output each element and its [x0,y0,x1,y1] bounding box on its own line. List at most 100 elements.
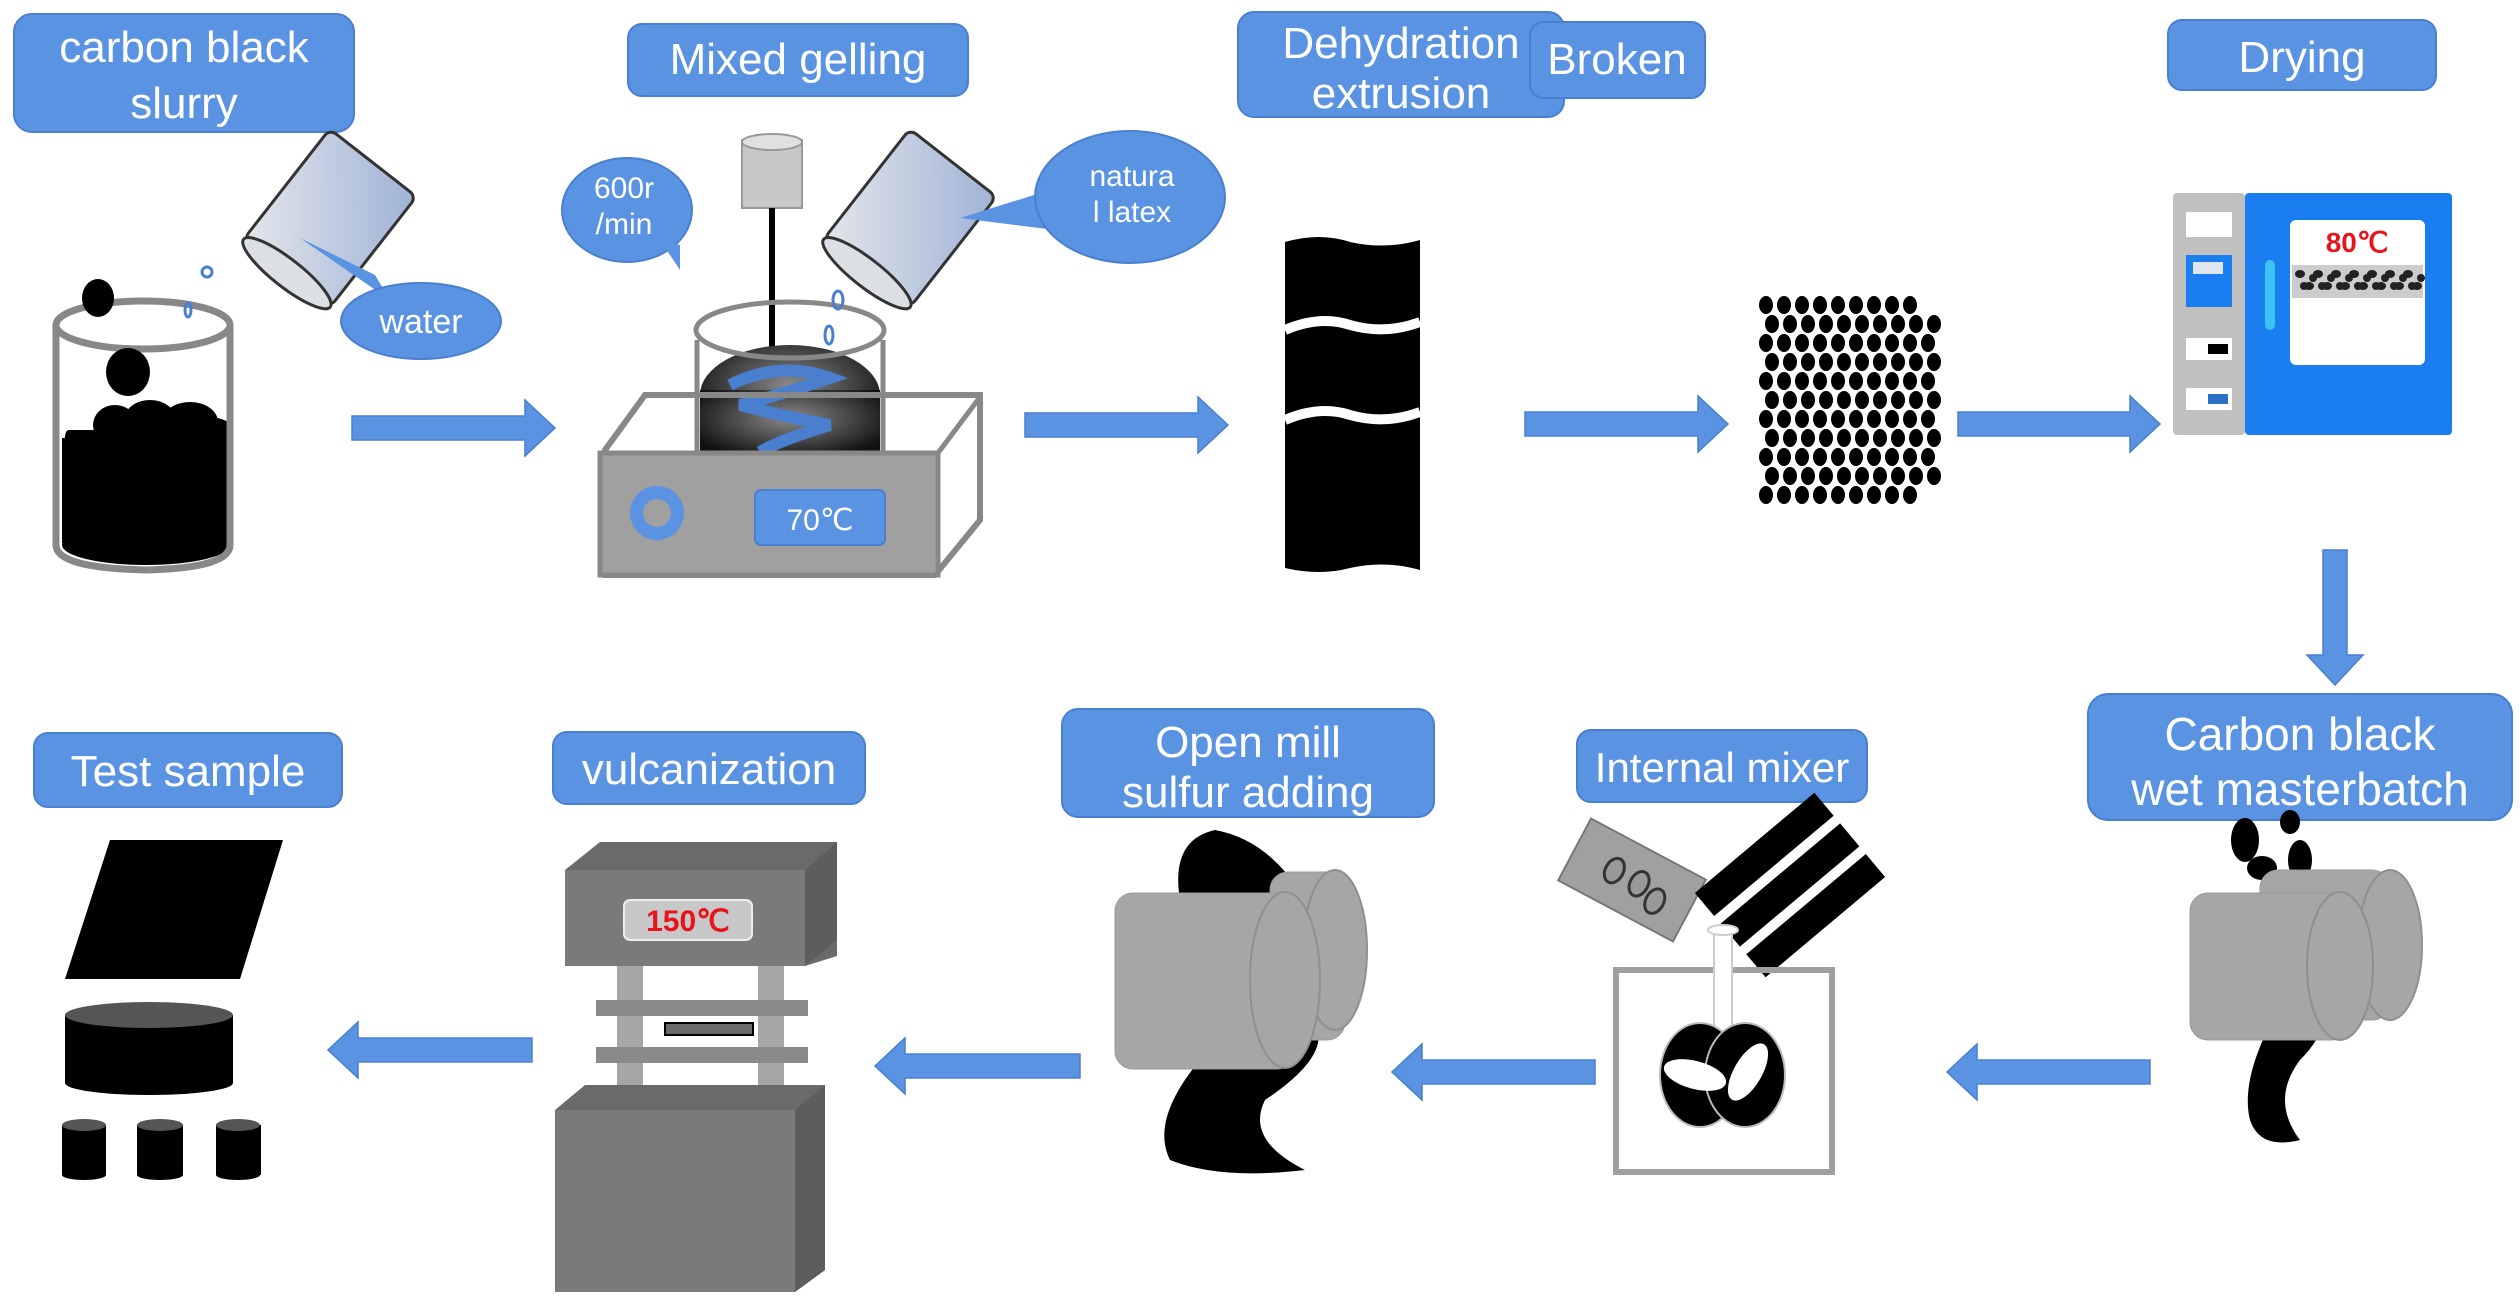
granule [1849,334,1863,352]
granule [1921,334,1935,352]
additive-tray-icon [1556,817,1708,943]
stirrer-motor-icon [741,133,803,438]
granule [1813,486,1827,504]
granule [1783,467,1797,485]
press-temperature: 150℃ [646,905,730,938]
label-masterbatch-line2: wet masterbatch [2130,763,2468,815]
granule [1801,353,1815,371]
granule [1855,391,1869,409]
label-slurry-line2: slurry [130,79,238,128]
granule [1927,315,1941,333]
drying-granule [2322,282,2332,290]
granule [1813,334,1827,352]
granule [1831,410,1845,428]
drying-granule [2412,282,2422,290]
step-gelling: Mixed gelling 600r /min 70℃ [561,23,1226,578]
granule [1909,391,1923,409]
granule [1921,448,1935,466]
granule [1909,467,1923,485]
granule [1759,372,1773,390]
arrow-masterbatch-to-internal-mixer [1945,1042,2151,1102]
granule [1837,391,1851,409]
granule [1849,448,1863,466]
granule [1903,296,1917,314]
latex-line1: natura [1089,160,1174,193]
drying-granule [2313,270,2323,278]
granule [1783,391,1797,409]
water-callout: water [300,238,502,360]
drying-oven-icon: 80℃ [2173,193,2452,435]
granule [1777,334,1791,352]
granule [1831,448,1845,466]
drying-granule [2376,282,2386,290]
granule [1891,467,1905,485]
arrow-drying-to-masterbatch [2305,549,2365,687]
granule [1801,315,1815,333]
granule [1831,372,1845,390]
granule [1813,410,1827,428]
label-slurry-line1: carbon black [59,23,309,72]
granule [1921,372,1935,390]
label-open-mill-line1: Open mill [1155,718,1341,767]
mixer-chamber-icon [1613,924,1835,1175]
granule [1855,429,1869,447]
step-vulcanization: vulcanization 150℃ [552,731,866,1292]
granule [1909,315,1923,333]
granule [1867,486,1881,504]
granule [1891,429,1905,447]
drying-granule [2385,270,2395,278]
label-extrusion: Dehydration extrusion [1237,11,1565,118]
label-drying-text: Drying [2238,33,2365,82]
granule [1813,372,1827,390]
label-open-mill: Open mill sulfur adding [1061,708,1435,818]
granule [1849,410,1863,428]
drying-granule [2394,282,2404,290]
granule [1765,429,1779,447]
granule [1819,467,1833,485]
drying-granule [2358,282,2368,290]
granule [1831,486,1845,504]
granule [1849,372,1863,390]
label-test-sample-text: Test sample [71,747,306,796]
sheet-sample-icon [65,840,283,979]
granule [1819,353,1833,371]
label-extrusion-line2: extrusion [1312,69,1491,118]
granule [1909,429,1923,447]
speed-line1: 600r [594,172,654,205]
drying-granule [2349,270,2359,278]
granule [1855,315,1869,333]
label-extrusion-line1: Dehydration [1282,19,1519,68]
granule [1819,429,1833,447]
step-extrusion: Dehydration extrusion [1237,11,1565,572]
granule [1903,486,1917,504]
carbon-particle-icon [82,279,150,396]
oven-temperature: 80℃ [2326,227,2389,258]
granule [1819,315,1833,333]
label-gelling-text: Mixed gelling [670,35,927,84]
granule [1885,372,1899,390]
granule [1891,391,1905,409]
granule [1855,353,1869,371]
granule [1873,353,1887,371]
granule [1849,296,1863,314]
granule [1885,448,1899,466]
arrow-slurry-to-gelling [351,398,557,458]
granule [1765,315,1779,333]
granule [1795,410,1809,428]
label-vulcanization-text: vulcanization [582,745,836,794]
granule [1837,315,1851,333]
arrow-broken-to-drying [1957,394,2162,454]
water-label: water [378,303,462,341]
granule [1927,429,1941,447]
granule [1927,467,1941,485]
rubber-strips-icon [1694,792,1886,978]
speed-callout: 600r /min [561,157,693,270]
step-open-mill: Open mill sulfur adding [1061,708,1435,1174]
step-test-sample: Test sample [33,732,343,1180]
flow-arrows [326,394,2365,1102]
drying-granule [2403,270,2413,278]
granule [1795,334,1809,352]
label-internal-mixer: Internal mixer [1576,729,1868,803]
granule [1867,334,1881,352]
granule [1801,429,1815,447]
